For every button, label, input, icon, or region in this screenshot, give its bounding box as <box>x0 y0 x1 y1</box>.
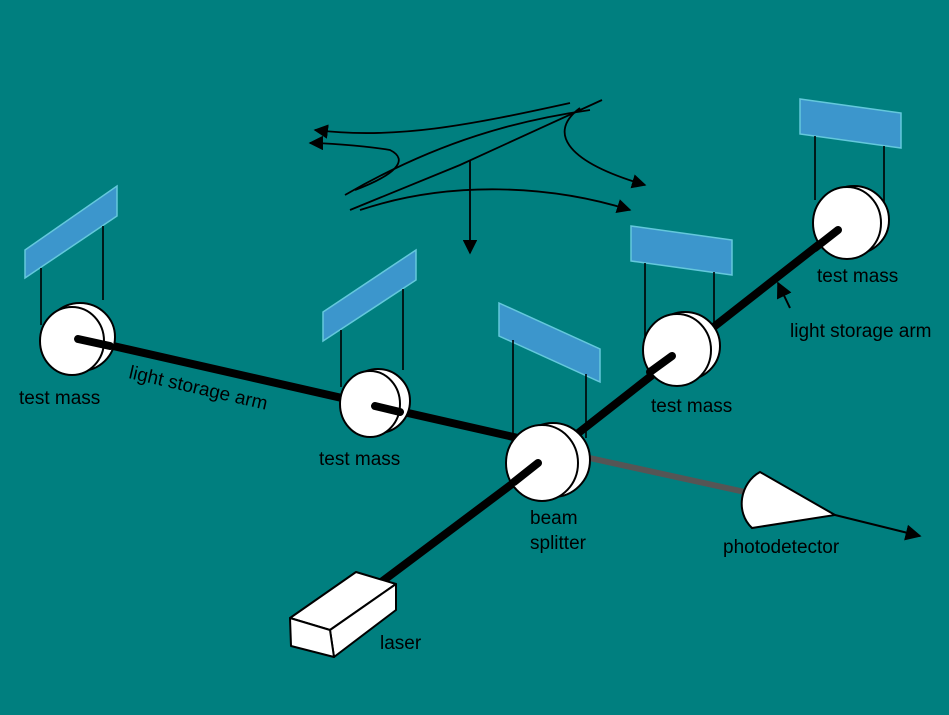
left-arm-beam <box>74 334 544 447</box>
suspension-beam-splitter <box>498 301 601 445</box>
label-beam: beam <box>530 508 578 529</box>
label-splitter: splitter <box>530 533 587 554</box>
right-arm-beam-stub-far <box>811 226 842 252</box>
gravitational-wave-symbol <box>308 99 647 255</box>
left-arm-beam-stub-far <box>74 335 114 350</box>
label-photodetector: photodetector <box>723 537 840 558</box>
right-arm-pointer <box>777 281 792 309</box>
suspension-right-near <box>630 225 733 340</box>
label-test-mass-right-far: test mass <box>817 266 898 287</box>
laser-beam-stub <box>510 459 542 486</box>
test-mass-left-near <box>339 368 411 438</box>
label-arm-left: light storage arm <box>127 362 270 414</box>
test-mass-right-near <box>642 311 721 387</box>
suspension-left-near <box>322 248 417 387</box>
label-laser: laser <box>380 633 422 654</box>
left-arm-beam-stub-near-in <box>371 402 404 416</box>
suspension-right-far <box>799 98 902 205</box>
label-arm-right: light storage arm <box>790 321 932 342</box>
photodetector <box>740 470 922 541</box>
output-beam <box>584 454 746 495</box>
label-test-mass-right-near: test mass <box>651 396 732 417</box>
right-arm-beam-stub-near <box>646 352 676 376</box>
label-test-mass-left-far: test mass <box>19 388 100 409</box>
beam-splitter <box>505 422 591 502</box>
label-test-mass-left-near: test mass <box>319 449 400 470</box>
laser-box <box>289 571 397 658</box>
suspension-left-far <box>24 184 118 325</box>
test-mass-right-far <box>812 185 890 260</box>
